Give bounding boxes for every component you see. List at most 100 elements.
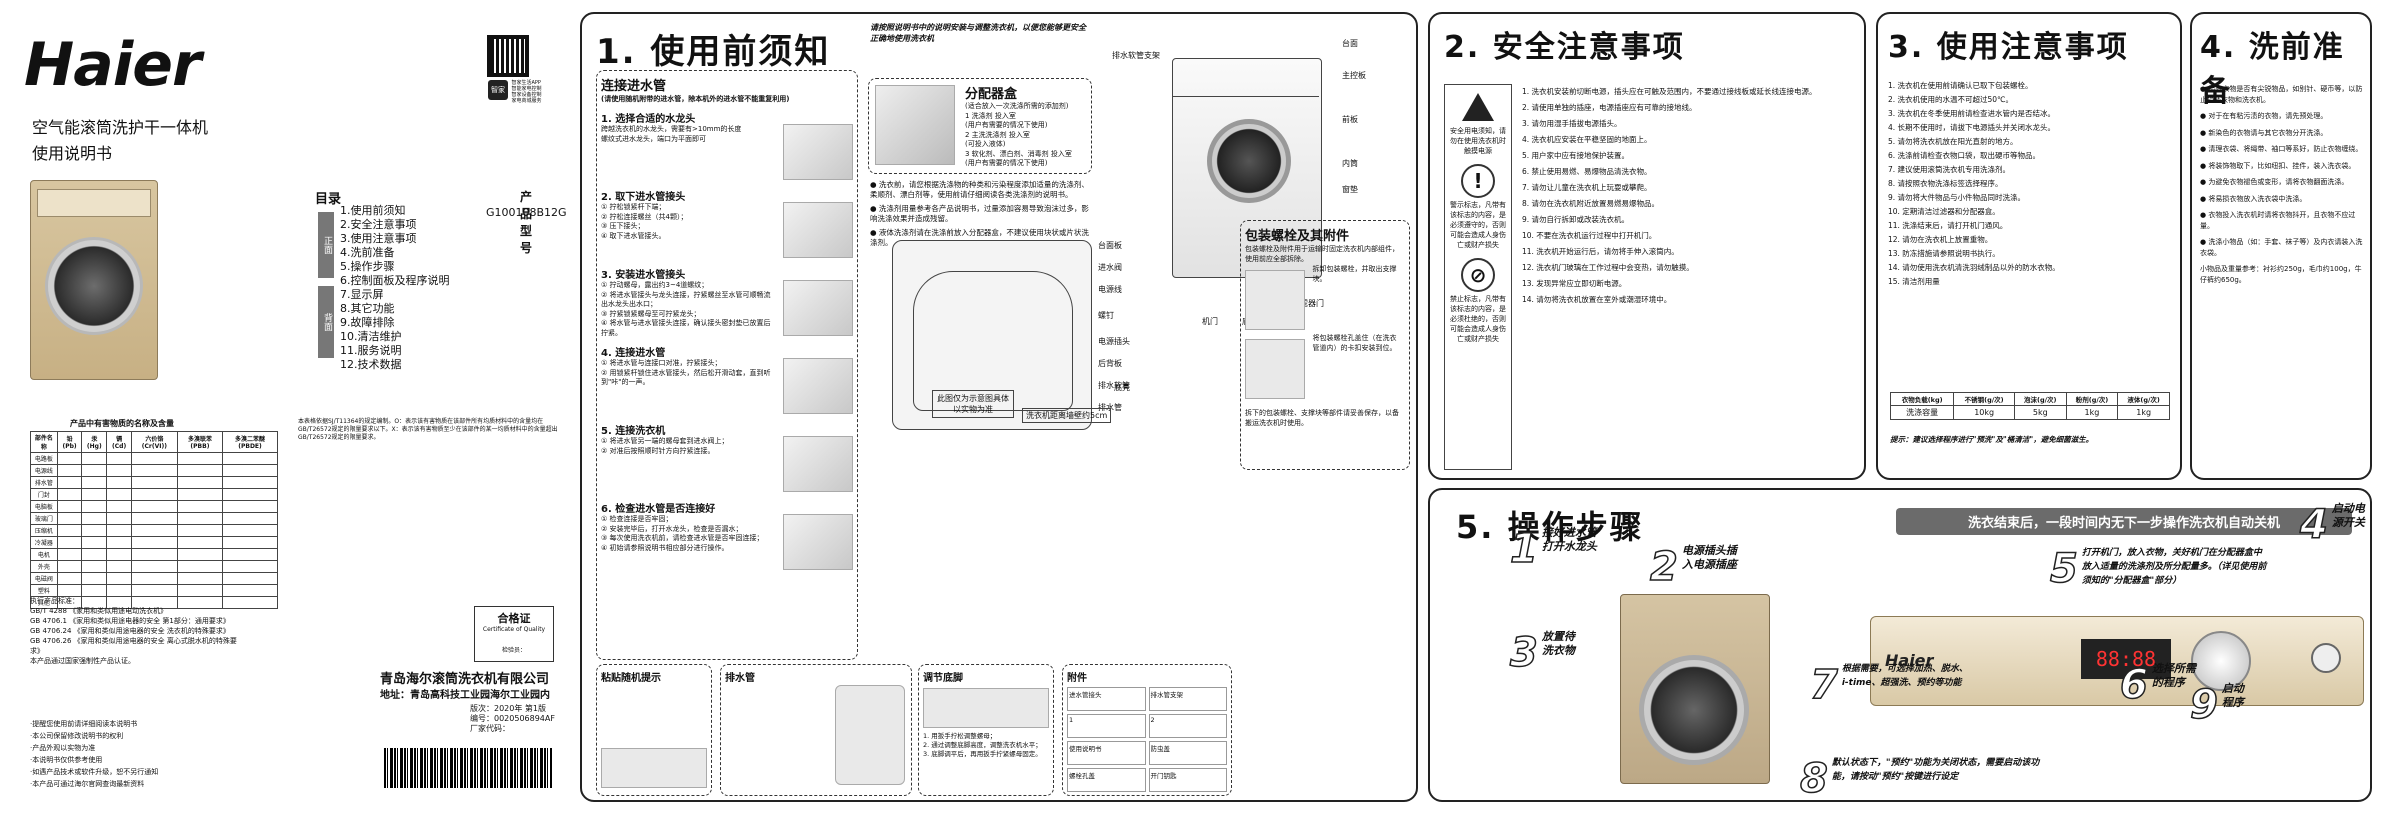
hazard-cell — [176, 596, 224, 609]
standard-item: GB 4706.1 《家用和类似用途电器的安全 第1部分：通用要求》 — [30, 617, 230, 625]
company-address: 地址：青岛高科技工业园海尔工业园内 — [380, 690, 550, 701]
hazard-cell — [222, 572, 278, 585]
adjust-feet-block: 调节底脚 1. 用扳手拧松调整螺母； 2. 通过调整底脚高度，调整洗衣机水平； … — [918, 664, 1054, 796]
qr-label: 智家生活APP — [511, 80, 541, 86]
hazard-row: 电路板 — [30, 452, 278, 465]
safety-item: 3. 请勿用湿手插拔电源插头。 — [1522, 119, 1622, 128]
footer-note: ·本产品可通过海尔官网查询最新资料 — [30, 780, 145, 788]
toc-item[interactable]: 6.控制面板及程序说明 — [340, 274, 450, 287]
inlet-step-title: 3. 安装进水管接头 — [601, 266, 853, 281]
accessory-item: 排水管支架 — [1148, 687, 1227, 711]
hazard-cell — [222, 584, 278, 597]
inlet-step-label: 取下进水管接头 — [615, 192, 686, 203]
certificate-title: 合格证 — [497, 612, 531, 625]
accessory-item: 2 — [1148, 714, 1227, 738]
toc-item[interactable]: 3.使用注意事项 — [340, 232, 417, 245]
toc-item[interactable]: 5.操作步骤 — [340, 260, 395, 273]
toc-item[interactable]: 1.使用前须知 — [340, 204, 406, 217]
hazard-part-name: 门封 — [30, 488, 58, 501]
accessory-item: 使用说明书 — [1067, 741, 1146, 765]
hazard-cell — [56, 464, 83, 477]
hazard-cell — [106, 536, 132, 549]
op-step-text: 选择所需 的程序 — [2151, 662, 2196, 689]
inlet-step-detail: ② 对准后按照顺时针方向拧紧连接。 — [601, 446, 715, 455]
hazard-part-name: 电源线 — [30, 464, 58, 477]
hazard-cell — [106, 512, 132, 525]
safety-item: 11. 洗衣机开始运行后，请勿将手伸入滚筒内。 — [1522, 247, 1679, 256]
back-part-label: 排水管 — [1098, 403, 1122, 412]
drain-image — [835, 685, 905, 785]
toc-item[interactable]: 7.显示屏 — [340, 288, 384, 301]
hazard-cell — [222, 452, 278, 465]
hazard-col-header: 多溴联苯(PBB) — [176, 431, 224, 453]
washer-front-image — [1172, 58, 1322, 278]
hazard-col-header: 六价铬(Cr(VI)) — [130, 431, 178, 453]
hazard-cell — [56, 572, 83, 585]
accessory-label: 螺栓孔盖 — [1069, 772, 1095, 780]
inlet-step-number: 4. — [601, 348, 612, 359]
washer-rear-image — [892, 240, 1092, 430]
toc-item[interactable]: 9.故障排除 — [340, 316, 395, 329]
toc-list: 1.使用前须知 2.安全注意事项 3.使用注意事项 4.洗前准备 5.操作步骤 … — [340, 204, 450, 372]
inlet-step-detail: 螺纹式进水龙头，端口为平面即可 — [601, 134, 706, 143]
part-label: 机门 — [1202, 317, 1218, 326]
footer-note: ·本说明书仅供参考使用 — [30, 756, 103, 764]
inlet-block: 连接进水管 (请使用随机附带的进水管，除本机外的进水管不能重复利用) 1. 选择… — [596, 70, 858, 660]
toc-item[interactable]: 2.安全注意事项 — [340, 218, 417, 231]
hazard-cell — [106, 548, 132, 561]
prep-item: ● 将装饰物取下，比如纽扣、挂件，装入洗衣袋。 — [2200, 161, 2356, 170]
accessory-label: 2 — [1150, 716, 1155, 724]
usage-item: 5. 请勿将洗衣机放在阳光直射的地方。 — [1888, 137, 2018, 146]
washer-image — [30, 180, 158, 380]
hazard-row: 压缩机 — [30, 524, 278, 537]
dispenser-item: (用户有需要的情况下使用) — [965, 121, 1048, 129]
safety-item: 7. 请勿让儿童在洗衣机上玩耍或攀爬。 — [1522, 183, 1652, 192]
hazard-col-header: 多溴二苯醚(PBDE) — [222, 431, 278, 453]
usage-item: 12. 请勿在洗衣机上放置重物。 — [1888, 235, 1993, 244]
hazard-cell — [81, 524, 108, 537]
toc-item[interactable]: 10.清洁维护 — [340, 330, 402, 343]
illustration-note-box: 此图仅为示意图具体以实物为准 — [932, 390, 1014, 418]
inlet-step-detail: ④ 初始请参照说明书相应部分进行操作。 — [601, 543, 729, 552]
label-tips-title: 粘贴随机提示 — [601, 673, 661, 684]
program-knob[interactable] — [2191, 631, 2251, 691]
inlet-step-detail: ③ 拧紧锁紧螺母至可拧紧龙头； — [601, 309, 701, 318]
hazard-cell — [176, 512, 224, 525]
hazard-cell — [130, 536, 178, 549]
inlet-step-label: 安装进水管接头 — [615, 270, 686, 281]
safety-item: 8. 请勿在洗衣机附近放置易燃易爆物品。 — [1522, 199, 1660, 208]
prep-item: ● 检查衣物是否有尖锐物品，如别针、硬币等，以防止损坏衣物和洗衣机。 — [2200, 85, 2363, 104]
adjust-feet-image — [923, 688, 1049, 728]
dispenser-item: (用户有需要的情况下使用) — [965, 159, 1048, 167]
footer-note: ·提醒您使用前请详细阅读本说明书 — [30, 720, 138, 728]
accessory-item: 开门钥匙 — [1148, 768, 1227, 792]
hazard-cell — [176, 464, 224, 477]
hazard-cell — [222, 548, 278, 561]
hazard-cell — [130, 512, 178, 525]
toc-item[interactable]: 4.洗前准备 — [340, 246, 395, 259]
back-part-label: 进水阀 — [1098, 263, 1122, 272]
cover-title-line2: 使用说明书 — [32, 144, 113, 163]
hazard-cell — [81, 464, 108, 477]
quality-certificate: 合格证 Certificate of Quality 检验员： — [474, 606, 554, 662]
toc-item[interactable]: 11.服务说明 — [340, 344, 402, 357]
hazard-cell — [56, 536, 83, 549]
usage-item: 9. 请勿将大件物品与小件物品同时洗涤。 — [1888, 193, 2026, 202]
standard-item: GB/T 4288 《家用和类似用途电动洗衣机》 — [30, 607, 168, 615]
hazard-cell — [56, 452, 83, 465]
toc-item[interactable]: 8.其它功能 — [340, 302, 395, 315]
power-button[interactable] — [2311, 643, 2341, 673]
dispenser-desc-text3: ● 液体洗涤剂请在洗涤前放入分配器盒，不建议使用块状或片状洗涤剂。 — [870, 228, 1089, 247]
op-step-text: 根据需要，可选择加热、脱水、 i-time、超强洗、预约等功能 — [1841, 664, 1968, 688]
safety-item: 5. 用户家中应有接地保护装置。 — [1522, 151, 1630, 160]
toc-item[interactable]: 12.技术数据 — [340, 358, 402, 371]
usage-item: 3. 洗衣机在冬季使用前请检查进水管内是否结冰。 — [1888, 109, 2056, 118]
model-number: G100108B12G — [486, 206, 567, 219]
op-step-text: 接好进水管 打开水龙头 — [1541, 526, 1597, 553]
inlet-step-detail: ② 安装完毕后，打开水龙头，检查是否漏水； — [601, 524, 743, 533]
prep-item: ● 对于在有粘污渍的衣物，请先预处理。 — [2200, 112, 2328, 120]
section-1-note: 请按照说明书中的说明安装与调整洗衣机，以便您能够更安全正确地使用洗衣机 — [870, 23, 1086, 43]
